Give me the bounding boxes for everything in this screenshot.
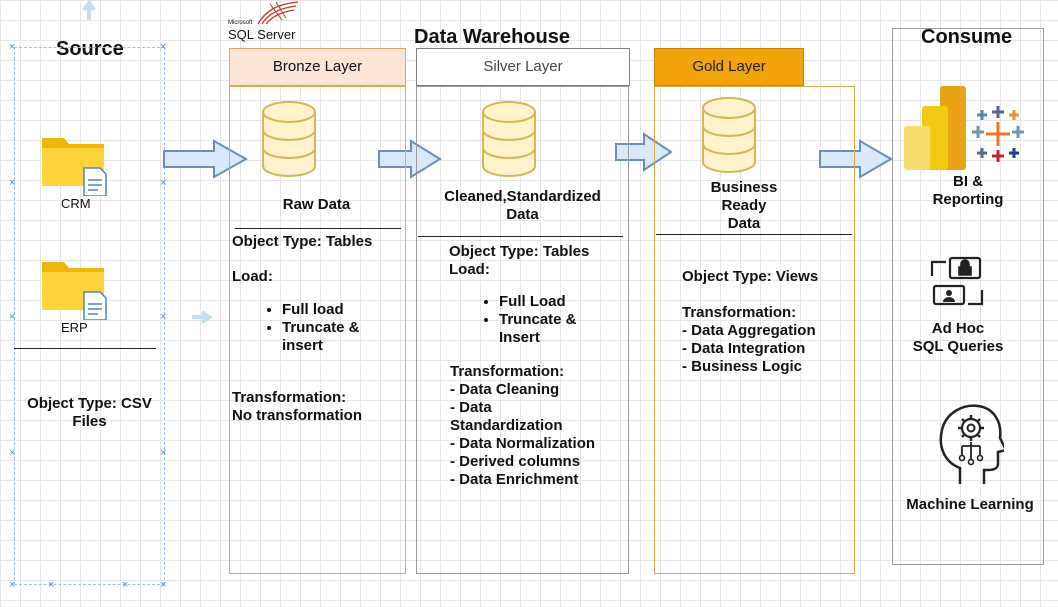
- selection-handle-icon: ×: [9, 177, 16, 189]
- silver-caption: Cleaned,Standardized Data: [416, 188, 629, 224]
- silver-load-label: Load:: [449, 261, 490, 278]
- silver-caption-line2: Data: [506, 206, 539, 223]
- bronze-transformation-label: Transformation:: [232, 389, 347, 406]
- erp-folder-icon: [42, 262, 107, 320]
- bronze-layer-header: Bronze Layer: [229, 48, 406, 86]
- source-object-type-line1: Object Type: CSV: [27, 395, 152, 412]
- adhoc-label: Ad Hoc SQL Queries: [892, 320, 1024, 356]
- bronze-transformation-value: No transformation: [232, 407, 363, 424]
- tableau-icon: [972, 106, 1024, 162]
- source-object-type-line2: Files: [72, 413, 107, 430]
- flow-arrow-silver-gold: [615, 132, 673, 172]
- gold-caption-line: Business: [710, 179, 778, 196]
- bi-line2: Reporting: [932, 191, 1004, 208]
- bi-line1: BI &: [953, 173, 983, 190]
- sqlserver-icon: [257, 1, 299, 25]
- silver-transformation-item: - Data Normalization: [450, 435, 596, 452]
- gold-transformation-item: - Data Aggregation: [682, 322, 816, 339]
- selection-handle-icon: ×: [160, 579, 167, 591]
- powerbi-icon: [904, 86, 966, 170]
- silver-load-item: Truncate &: [499, 311, 577, 329]
- selection-handle-icon: ×: [160, 177, 167, 189]
- silver-load-item-cont: Insert: [499, 329, 540, 346]
- source-object-type: Object Type: CSV Files: [14, 395, 165, 431]
- silver-transformation-item: - Data Enrichment: [450, 471, 579, 488]
- bronze-load-item: Truncate &: [282, 319, 360, 337]
- consume-panel: [892, 28, 1044, 565]
- silver-layer-header: Silver Layer: [416, 48, 630, 86]
- sqlserver-logo: Microsoft SQL Server: [228, 0, 308, 42]
- gold-transformation-list: - Data Aggregation - Data Integration - …: [682, 322, 816, 376]
- gold-transformation-item: - Data Integration: [682, 340, 806, 357]
- crm-folder-icon: [42, 138, 107, 196]
- flow-arrow-gold-consume: [819, 139, 893, 179]
- selection-handle-icon: ×: [9, 311, 16, 323]
- gold-caption-line: Ready: [721, 197, 767, 214]
- silver-load-item: Full Load: [499, 293, 577, 311]
- gold-caption: Business Ready Data: [684, 179, 804, 233]
- selection-handle-icon: ×: [9, 41, 16, 53]
- consume-title: Consume: [921, 26, 1013, 48]
- silver-transformation-item: - Data: [450, 399, 492, 416]
- silver-caption-line1: Cleaned,Standardized: [444, 188, 601, 205]
- connect-arrow-icon[interactable]: [190, 310, 212, 324]
- warehouse-title: Data Warehouse: [414, 26, 570, 48]
- silver-load-list: Full Load Truncate & Insert: [479, 293, 577, 347]
- bronze-database-icon: [262, 101, 316, 177]
- gold-database-icon: [702, 97, 756, 173]
- machine-learning-label: Machine Learning: [906, 496, 1034, 513]
- bronze-object-type: Object Type: Tables: [232, 233, 373, 250]
- adhoc-line1: Ad Hoc: [931, 320, 985, 337]
- silver-transformation-label: Transformation:: [450, 363, 565, 380]
- gold-divider: [656, 234, 852, 235]
- gold-layer-header: Gold Layer: [654, 48, 804, 86]
- source-divider: [14, 348, 156, 349]
- selection-handle-icon: ×: [122, 579, 129, 591]
- bronze-layer-panel: [229, 86, 406, 574]
- selection-handle-icon: ×: [48, 579, 55, 591]
- silver-divider: [418, 236, 623, 237]
- silver-transformation-list: - Data Cleaning - Data Standardization -…: [450, 381, 595, 489]
- gold-caption-line: Data: [727, 215, 761, 232]
- flow-arrow-bronze-silver: [378, 139, 442, 179]
- erp-label: ERP: [61, 320, 88, 335]
- source-panel: [14, 47, 165, 585]
- flow-arrow-source-bronze: [163, 139, 249, 179]
- source-title: Source: [56, 38, 124, 60]
- silver-transformation-item: Standardization: [450, 417, 563, 434]
- crm-label: CRM: [61, 196, 91, 211]
- silver-layer-panel: [416, 86, 629, 574]
- bronze-load-label: Load:: [232, 268, 273, 285]
- gold-transformation-item: - Business Logic: [682, 358, 803, 375]
- bronze-load-item: Full load: [282, 301, 360, 319]
- selection-handle-icon: ×: [9, 579, 16, 591]
- adhoc-line2: SQL Queries: [912, 338, 1004, 355]
- bronze-load-item-cont: insert: [282, 337, 323, 354]
- silver-database-icon: [482, 101, 536, 177]
- silver-transformation-item: - Derived columns: [450, 453, 581, 470]
- selection-handle-icon: ×: [160, 447, 167, 459]
- bronze-divider: [235, 228, 401, 229]
- gold-layer-panel: [654, 86, 855, 574]
- adhoc-query-icon: [930, 256, 984, 306]
- bi-reporting-label: BI & Reporting: [892, 173, 1044, 209]
- machine-learning-icon: [939, 404, 1004, 484]
- selection-handle-icon: ×: [9, 447, 16, 459]
- gold-transformation-label: Transformation:: [682, 304, 797, 321]
- selection-handle-icon: ×: [160, 311, 167, 323]
- silver-transformation-item: - Data Cleaning: [450, 381, 560, 398]
- gold-object-type: Object Type: Views: [682, 268, 819, 285]
- bronze-caption: Raw Data: [282, 196, 351, 213]
- selection-handle-icon: ×: [160, 41, 167, 53]
- rotate-handle-icon[interactable]: [82, 0, 96, 22]
- silver-object-type: Object Type: Tables: [449, 243, 590, 260]
- sqlserver-label: SQL Server: [228, 27, 296, 42]
- sqlserver-small-label: Microsoft: [228, 20, 253, 26]
- bronze-load-list: Full load Truncate & insert: [262, 301, 360, 355]
